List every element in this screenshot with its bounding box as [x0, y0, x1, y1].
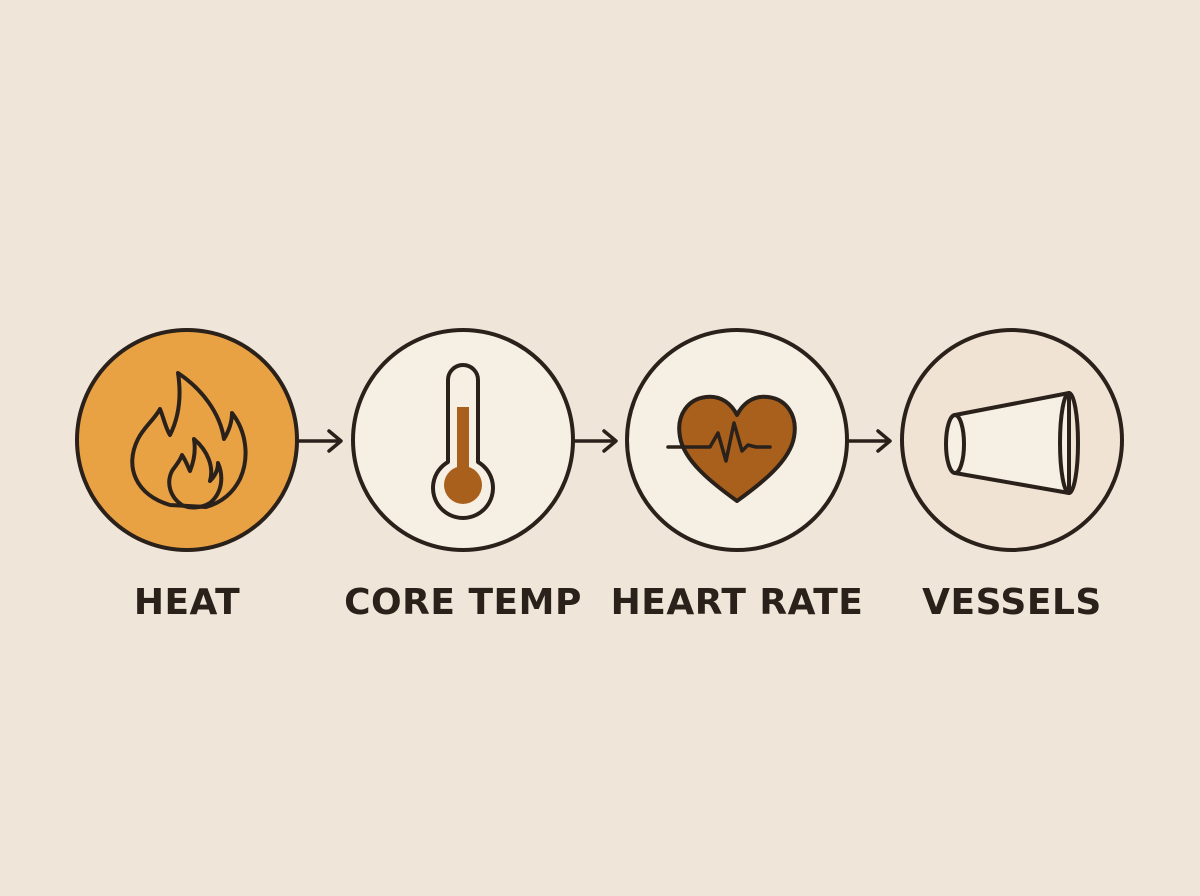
- arrow-right-icon: [296, 429, 343, 453]
- step-label-core-temp: CORE TEMP: [344, 582, 582, 623]
- arrow-right-icon: [571, 429, 618, 453]
- step-label-vessels: VESSELS: [922, 582, 1102, 623]
- thermometer-icon: [351, 328, 575, 552]
- blood-vessel-icon: [900, 328, 1124, 552]
- step-vessels: [899, 327, 1125, 553]
- arrow-right-icon: [845, 429, 892, 453]
- step-core-temp: [350, 327, 576, 553]
- flame-icon: [75, 328, 299, 552]
- step-label-heat: HEAT: [133, 582, 241, 623]
- heart-pulse-icon: [625, 328, 849, 552]
- step-label-heart-rate: HEART RATE: [610, 582, 864, 623]
- step-heart-rate: [624, 327, 850, 553]
- step-heat: [74, 327, 300, 553]
